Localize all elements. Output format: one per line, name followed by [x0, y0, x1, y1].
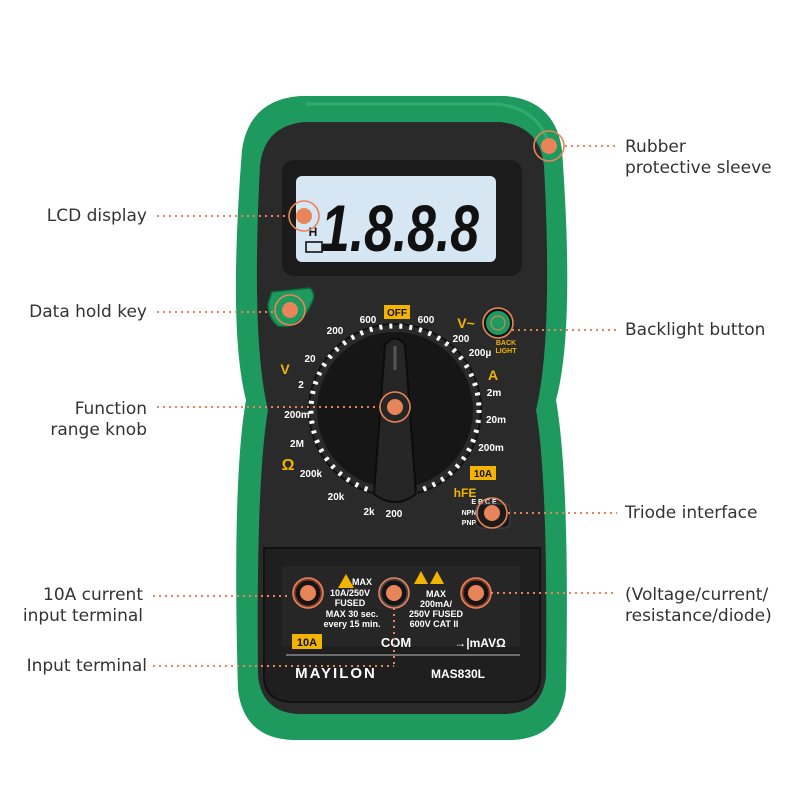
svg-text:200k: 200k [300, 469, 323, 480]
dial-labels: OFF V~ V A Ω hFE 10A BACK LIGHT E B C E … [280, 305, 517, 527]
lcd-hold-marker: H [309, 225, 318, 239]
svg-text:2: 2 [298, 380, 304, 391]
label-voltage-current-resistance-diode: (Voltage/current/ resistance/diode) [625, 585, 772, 626]
svg-text:→|mAVΩ: →|mAVΩ [454, 636, 506, 650]
svg-text:10A: 10A [297, 637, 317, 649]
svg-text:E B C E: E B C E [471, 499, 497, 506]
svg-text:10A/250V: 10A/250V [330, 588, 370, 598]
label-triode-interface: Triode interface [625, 503, 758, 523]
marker-knob [379, 391, 411, 423]
svg-text:MAX: MAX [352, 577, 372, 587]
marker-sleeve [533, 130, 565, 162]
svg-text:PNP: PNP [462, 520, 477, 527]
label-function-range-knob: Function range knob [50, 399, 147, 440]
warning-icons [338, 571, 444, 588]
svg-text:200: 200 [386, 509, 403, 520]
svg-text:250V FUSED: 250V FUSED [409, 609, 464, 619]
svg-text:V~: V~ [457, 315, 475, 331]
knob-pointer [372, 337, 418, 503]
svg-text:200: 200 [453, 334, 470, 345]
svg-text:MAX 30 sec.: MAX 30 sec. [326, 609, 379, 619]
svg-text:200µ: 200µ [469, 348, 492, 359]
svg-text:FUSED: FUSED [335, 598, 366, 608]
lcd-reading: 1.8.8.8 [321, 191, 479, 265]
marker-backlight [482, 307, 514, 339]
svg-text:2m: 2m [487, 388, 502, 399]
dial-ticks: 600 600 200 200µ 2m 20m 200m 200 20 2 20… [284, 315, 506, 520]
svg-text:20m: 20m [486, 415, 506, 426]
svg-text:COM: COM [381, 635, 411, 650]
svg-text:A: A [488, 367, 498, 383]
svg-text:hFE: hFE [454, 486, 477, 500]
svg-text:20: 20 [304, 354, 316, 365]
terminal-labels: 10A COM →|mAVΩ [292, 634, 506, 650]
label-input-terminal: Input terminal [26, 656, 147, 676]
svg-text:200m: 200m [478, 443, 504, 454]
callout-leaders [153, 145, 617, 667]
svg-text:600: 600 [360, 315, 377, 326]
svg-text:200m: 200m [284, 410, 310, 421]
marker-com [378, 577, 410, 609]
svg-text:20k: 20k [328, 492, 345, 503]
svg-text:OFF: OFF [387, 308, 407, 319]
label-data-hold-key: Data hold key [29, 302, 147, 322]
label-rubber-sleeve: Rubber protective sleeve [625, 137, 772, 178]
svg-text:10A: 10A [474, 469, 492, 480]
svg-text:MAX: MAX [426, 589, 446, 599]
label-lcd-display: LCD display [46, 206, 147, 226]
svg-text:V: V [280, 361, 290, 377]
svg-text:Ω: Ω [282, 457, 295, 474]
svg-text:BACK: BACK [496, 340, 516, 347]
svg-text:NPN: NPN [462, 510, 477, 517]
svg-text:200mA/: 200mA/ [420, 599, 453, 609]
warning-text-right: MAX 200mA/ 250V FUSED 600V CAT II [409, 589, 464, 629]
marker-10a [292, 577, 324, 609]
svg-text:LIGHT: LIGHT [496, 348, 518, 355]
label-10a-input-terminal: 10A current input terminal [22, 585, 143, 626]
svg-text:200: 200 [327, 326, 344, 337]
svg-text:2k: 2k [363, 507, 375, 518]
svg-text:2M: 2M [290, 439, 304, 450]
marker-triode [476, 497, 508, 529]
svg-text:every 15 min.: every 15 min. [323, 619, 380, 629]
callout-markers [274, 130, 565, 609]
brand-logo: MAYILON [295, 665, 377, 682]
warning-text-left: MAX 10A/250V FUSED MAX 30 sec. every 15 … [323, 577, 380, 629]
marker-lcd [288, 200, 320, 232]
model-number: MAS830L [431, 667, 485, 681]
battery-icon [305, 241, 325, 253]
svg-text:600: 600 [418, 315, 435, 326]
svg-text:600V CAT II: 600V CAT II [410, 619, 459, 629]
marker-hold [274, 294, 306, 326]
marker-vma [460, 577, 492, 609]
label-backlight-button: Backlight button [625, 320, 766, 340]
lcd-screen [296, 176, 496, 262]
